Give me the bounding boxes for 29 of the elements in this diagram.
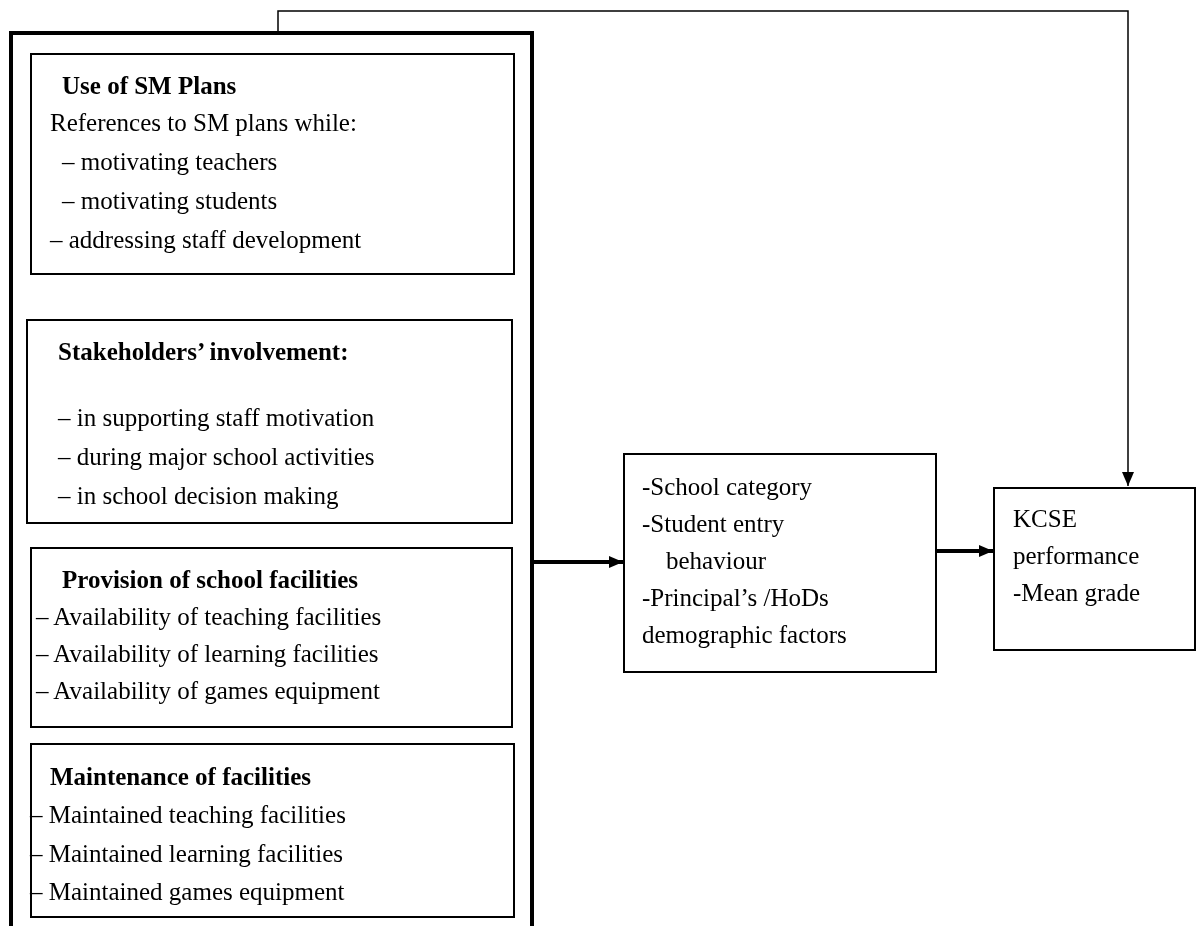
variable-box	[30, 53, 515, 275]
box-heading: Provision of school facilities	[62, 564, 359, 595]
box-heading: Use of SM Plans	[62, 70, 237, 101]
arrow	[534, 556, 623, 568]
box-text: – motivating teachers	[62, 146, 278, 177]
variable-box	[30, 743, 515, 918]
box-heading: Maintenance of facilities	[50, 761, 312, 792]
arrow	[937, 545, 993, 557]
variable-box	[26, 319, 513, 524]
box-text: -School category	[642, 471, 813, 502]
box-text: – addressing staff development	[50, 224, 362, 255]
box-text: – Availability of games equipment	[36, 675, 380, 706]
box-text: – during major school activities	[58, 441, 375, 472]
box-text: – in supporting staff motivation	[58, 402, 375, 433]
variable-box	[30, 547, 513, 728]
box-text: -Student entry behaviour	[642, 508, 786, 576]
box-text: – Availability of teaching facilities	[36, 601, 382, 632]
box-text: References to SM plans while:	[50, 107, 357, 138]
outcome-box	[993, 487, 1196, 651]
box-text: -Principal’s /HoDs demographic factors	[642, 582, 848, 650]
framework-panel	[9, 31, 534, 926]
box-text: KCSE performance	[1013, 503, 1141, 571]
box-heading: Stakeholders’ involvement:	[58, 336, 349, 367]
box-text: – Availability of learning facilities	[36, 638, 379, 669]
box-text: – motivating students	[62, 185, 278, 216]
arrow	[277, 10, 1134, 487]
box-text: -Mean grade	[1013, 577, 1140, 608]
intervening-variable-box	[623, 453, 937, 673]
box-text: – in school decision making	[58, 480, 339, 511]
